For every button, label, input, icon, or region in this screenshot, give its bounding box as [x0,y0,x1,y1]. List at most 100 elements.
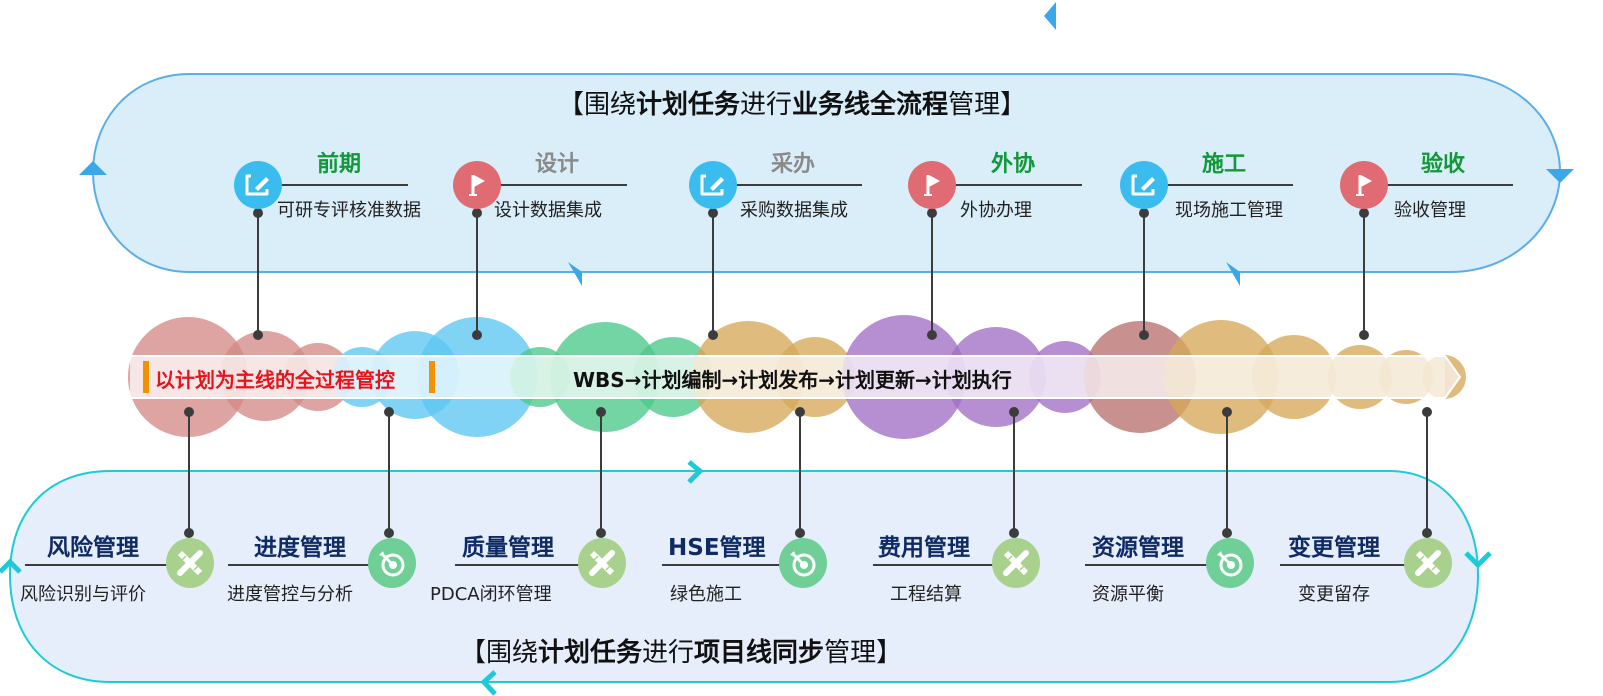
phase-title: 施工 [1201,152,1246,177]
edit-icon [245,174,269,196]
top-entry-arrow-icon [1044,2,1056,30]
banner-strip [130,357,1445,397]
bottom-top-right-arrow-icon [687,460,704,484]
connector-dot [472,330,482,340]
edit-icon [1141,177,1155,191]
connector-dot [1222,528,1232,538]
flag-icon [474,175,485,187]
top-right-down-arrow-icon [1546,169,1574,183]
mgmt-subtitle: 资源平衡 [1092,584,1164,605]
phase-title: 前期 [316,152,361,177]
bottom-left-up-arrow-icon [0,558,22,574]
flag-icon [1361,175,1372,187]
phase-title: 设计 [534,152,579,177]
connector-dot [1009,407,1019,417]
top-bottom-left-arrow-icon [568,262,582,286]
connector-dot [1422,528,1432,538]
target-icon [1217,551,1223,557]
edit-icon [710,177,724,191]
title-part: 【围绕 [558,90,637,120]
connector-dot [927,330,937,340]
icon-layer [166,161,1452,588]
connector-dot [1222,407,1232,417]
target-icon [379,551,385,557]
phase-title: 外协 [990,152,1035,177]
top-left-up-arrow-icon [79,161,107,175]
mgmt-subtitle: 进度管控与分析 [227,584,353,605]
connector-dot [253,208,263,218]
title-part-bold: 业务线全流程 [792,90,949,120]
mgmt-title: 资源管理 [1092,535,1184,561]
mgmt-subtitle: 工程结算 [890,584,962,605]
connector-dot [795,407,805,417]
phase-subtitle: 外协办理 [960,200,1032,221]
title-part-bold: 计划任务 [538,638,643,668]
mgmt-subtitle: 风险识别与评价 [20,584,146,605]
edit-icon [700,174,724,196]
mgmt-title: 风险管理 [47,535,139,561]
phase-subtitle: 可研专评核准数据 [277,200,421,221]
phase-subtitle: 现场施工管理 [1175,200,1283,221]
mgmt-title: HSE管理 [668,535,766,561]
connector-dot [253,330,263,340]
connector-dot [472,208,482,218]
pencil-ruler-icon [1019,565,1025,571]
mgmt-title: 费用管理 [878,535,970,561]
connector-dot [596,528,606,538]
connector-dot [1009,528,1019,538]
connector-dot [927,208,937,218]
pencil-ruler-icon [1003,550,1029,576]
connector-dot [184,528,194,538]
flag-icon [929,175,940,187]
phase-subtitle: 验收管理 [1394,200,1466,221]
connector-dot [184,407,194,417]
connector-dot [708,330,718,340]
mgmt-subtitle: PDCA闭环管理 [430,584,552,605]
target-icon [792,553,816,577]
mgmt-title: 变更管理 [1288,535,1380,561]
title-part: 管理】 [948,90,1027,120]
mgmt-title: 质量管理 [462,535,554,561]
connector-dot [1422,407,1432,417]
connector-dot [708,208,718,218]
bottom-band-title: 【围绕计划任务进行项目线同步管理】 [460,632,902,669]
phase-subtitle: 采购数据集成 [740,200,848,221]
banner-main-label: 以计划为主线的全过程管控 [155,368,395,392]
target-icon [790,551,796,557]
phase-subtitle: 设计数据集成 [494,200,602,221]
banner-right-bar [429,361,435,393]
connector-dot [1139,330,1149,340]
title-part: 管理】 [824,638,903,668]
banner-flow-label: WBS→计划编制→计划发布→计划更新→计划执行 [573,368,1012,392]
title-part: 进行 [740,90,793,120]
edit-icon [255,177,269,191]
pencil-ruler-icon [193,565,199,571]
pencil-ruler-icon [181,555,187,561]
title-part: 【围绕 [460,638,539,668]
pencil-ruler-icon [605,565,611,571]
connector-dot [384,407,394,417]
bottom-band [8,470,1480,683]
title-part: 进行 [642,638,695,668]
title-part-bold: 项目线同步 [694,638,825,668]
edit-icon [1131,174,1155,196]
top-band [91,73,1562,273]
banner-left-bar [143,361,149,393]
mgmt-subtitle: 变更留存 [1298,584,1370,605]
connector-dot [1359,330,1369,340]
mgmt-title: 进度管理 [254,535,346,561]
connector-lines [25,184,1513,566]
connector-dot [1139,208,1149,218]
pencil-ruler-icon [1415,550,1441,576]
target-icon [381,553,405,577]
top-bottom-right-arrow-icon [1226,262,1240,286]
banner-chevron-icon [1444,355,1462,399]
connector-dot [1359,208,1369,218]
top-band-title: 【围绕计划任务进行业务线全流程管理】 [558,84,1026,121]
connector-dot [384,528,394,538]
pencil-ruler-icon [1431,565,1437,571]
pencil-ruler-icon [1419,555,1425,561]
connector-dot [795,528,805,538]
